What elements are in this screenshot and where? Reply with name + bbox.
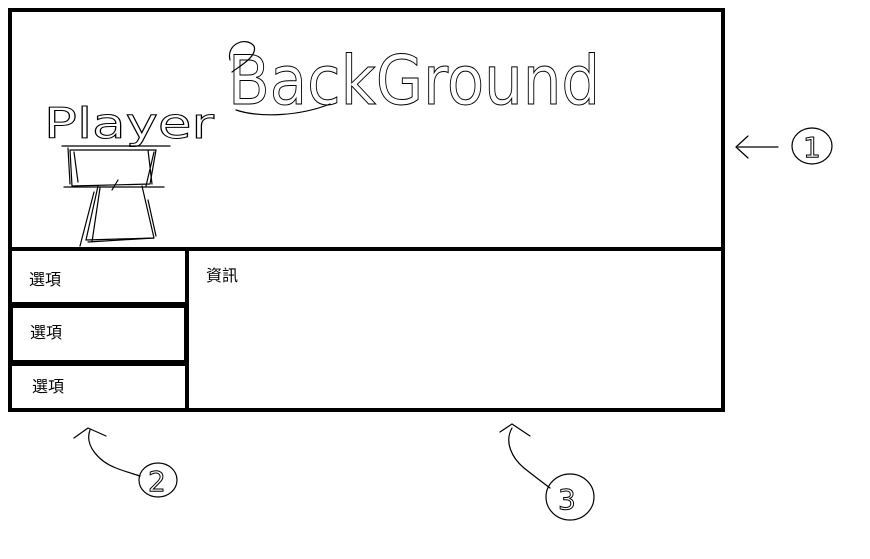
menu-option-1-label: 選項	[29, 270, 62, 289]
menu-option-3-label: 選項	[32, 377, 65, 396]
menu-option-3[interactable]	[8, 362, 189, 412]
callout-1-circle	[791, 127, 833, 165]
callout-1: 1	[735, 127, 833, 165]
callout-1-arrowhead	[735, 135, 749, 159]
callout-2-circle	[138, 462, 178, 498]
menu-option-2-label: 選項	[30, 323, 63, 342]
info-label: 資訊	[206, 266, 239, 285]
background-scene-area	[8, 8, 725, 251]
menu-option-2[interactable]	[8, 303, 189, 365]
callout-2-arrowhead	[73, 427, 107, 439]
callout-2: 2	[73, 427, 178, 499]
info-panel	[185, 247, 725, 412]
callout-3-number: 3	[558, 483, 576, 516]
callout-3-arrow	[508, 427, 551, 489]
callout-3-arrowhead	[499, 423, 531, 437]
callout-3-circle	[545, 473, 595, 521]
callout-2-number: 2	[148, 465, 166, 498]
callout-1-number: 1	[803, 131, 821, 164]
callout-2-arrow	[88, 429, 141, 477]
callout-3: 3	[499, 423, 595, 521]
